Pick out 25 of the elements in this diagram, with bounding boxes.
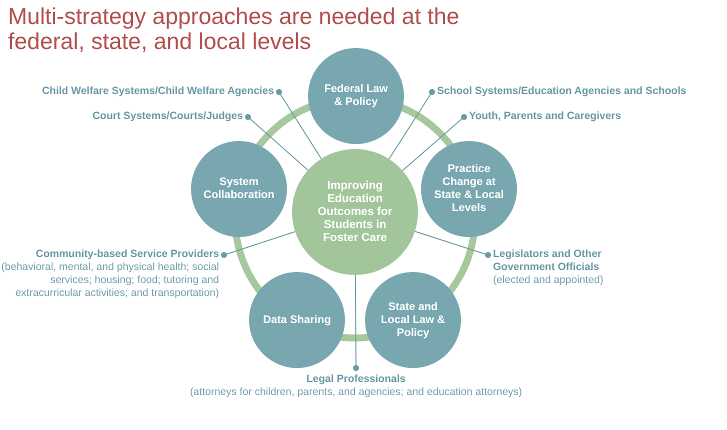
stakeholder-label: Legislators and Other Government Officials	[493, 248, 603, 274]
leader-line	[388, 89, 435, 160]
circle-label: Improving Education Outcomes for Students in Foster Care	[316, 180, 394, 244]
stakeholder-label: Community-based Service Providers	[34, 248, 219, 261]
leader-line	[414, 230, 491, 258]
stakeholder-label: Child Welfare Systems/Child Welfare Agencies	[40, 85, 274, 98]
stakeholder-label: Youth, Parents and Caregivers	[469, 110, 622, 123]
stakeholder-note: (attorneys for children, parents, and agencies; and education attorneys)	[189, 386, 523, 399]
strategy-circle	[421, 141, 517, 237]
stakeholder-label: School Systems/Education Agencies and Schools	[437, 85, 688, 98]
strategy-circle	[308, 48, 404, 144]
circle-label: Practice Change at State & Local Levels	[434, 163, 504, 215]
stakeholder-label: Legal Professionals	[305, 373, 407, 386]
circle-label: Data Sharing	[262, 314, 332, 326]
leader-line	[245, 114, 308, 171]
leader-line	[353, 274, 359, 371]
leader-line	[221, 231, 296, 258]
leader-line	[276, 89, 322, 160]
circle-label: State and Local Law & Policy	[380, 300, 446, 340]
circle-label: System Collaboration	[202, 176, 276, 202]
stakeholder-note: (behavioral, mental, and physical health; social services; housing; food; tutoring and extracurricular activities; and transportation)	[0, 261, 219, 300]
circle-label: Federal Law & Policy	[323, 83, 389, 109]
stakeholder-label: Court Systems/Courts/Judges	[91, 110, 243, 123]
title: Multi-strategy approaches are needed at the federal, state, and local levels	[8, 4, 460, 54]
stakeholder-note: (elected and appointed)	[493, 274, 604, 287]
